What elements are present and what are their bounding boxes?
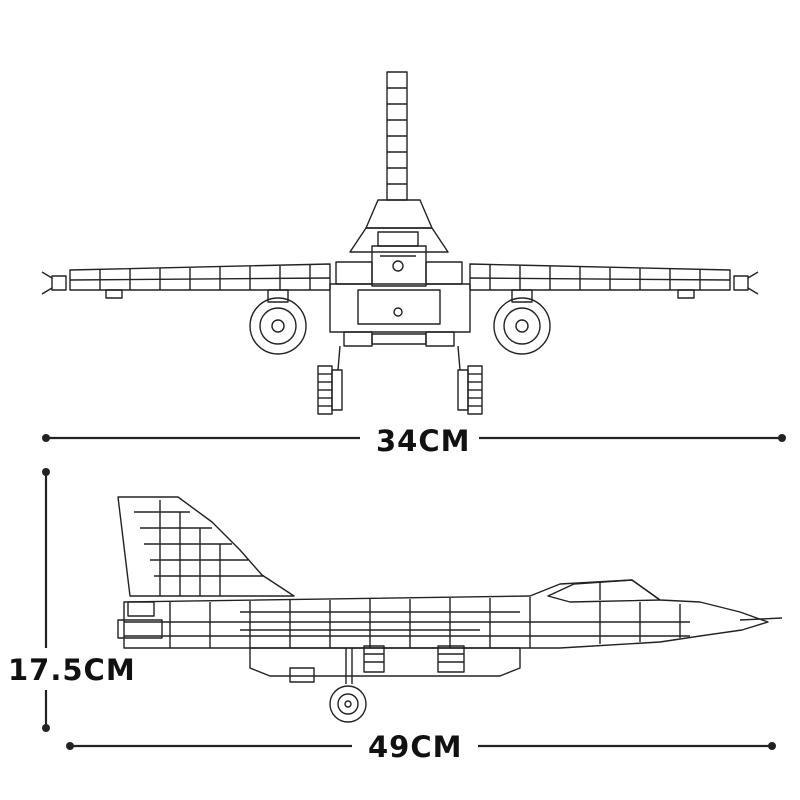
side-tail-fin	[117, 496, 295, 597]
length-dimension-label: 49CM	[360, 730, 471, 764]
dimension-dot	[66, 742, 74, 750]
side-fuselage	[117, 579, 783, 649]
dimension-dot	[42, 724, 50, 732]
front-wing-pods	[249, 289, 551, 355]
height-dimension-label: 17.5CM	[8, 651, 136, 689]
front-vertical-fin	[386, 71, 408, 201]
side-view	[117, 496, 783, 723]
dimension-dot	[778, 434, 786, 442]
front-view	[41, 71, 759, 415]
side-landing-gear	[329, 648, 367, 723]
dimension-dot	[42, 468, 50, 476]
side-belly-tanks	[249, 645, 521, 683]
dimension-dot	[42, 434, 50, 442]
front-fuselage	[329, 199, 471, 347]
front-wings	[41, 263, 759, 299]
front-landing-gear	[317, 345, 483, 415]
dimension-dot	[768, 742, 776, 750]
width-dimension-label: 34CM	[368, 424, 479, 458]
